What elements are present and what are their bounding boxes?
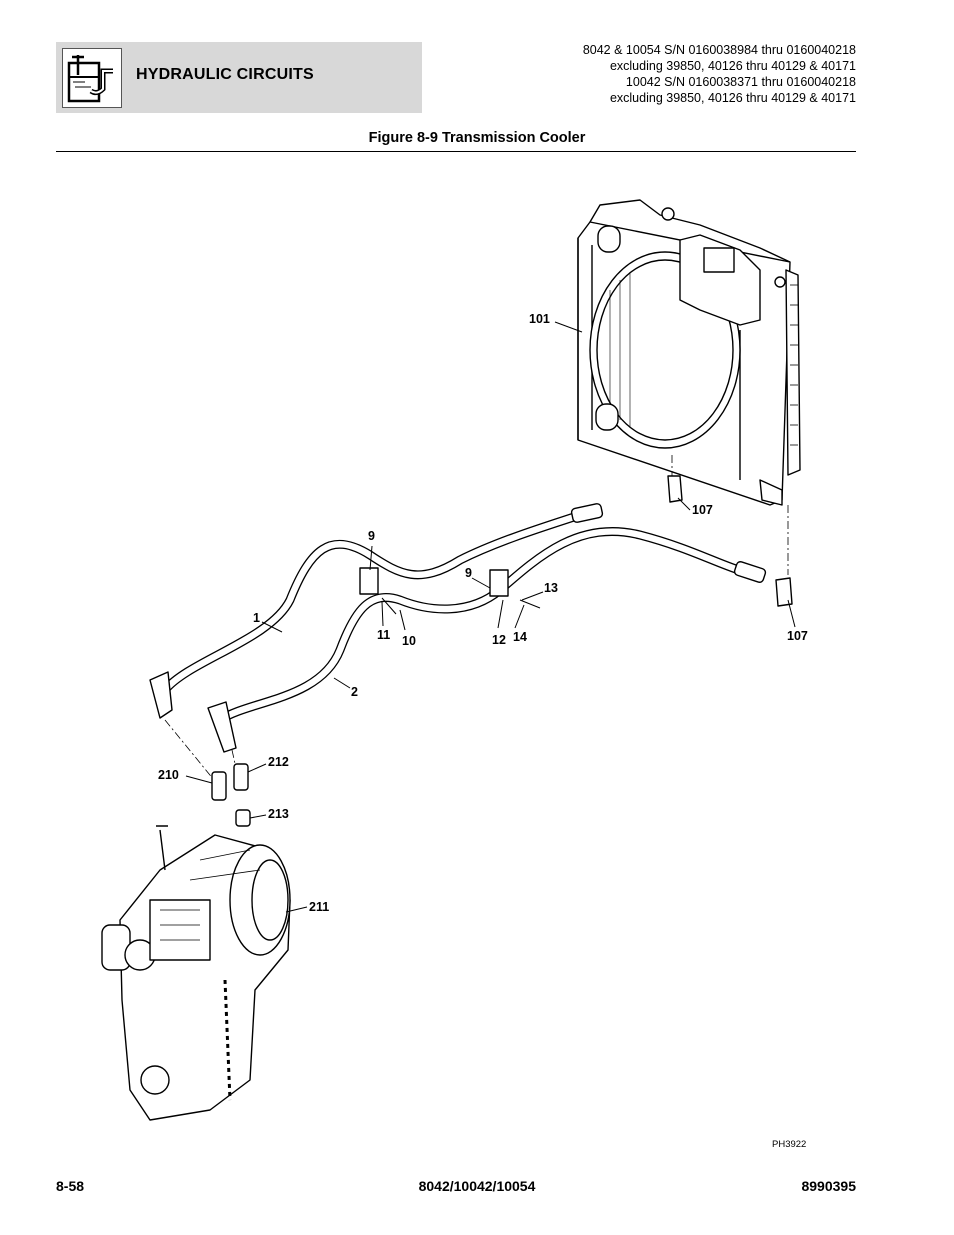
- callout-101: 101: [529, 312, 550, 326]
- callout-10: 10: [402, 634, 416, 648]
- callout-107: 107: [787, 629, 808, 643]
- section-title: HYDRAULIC CIRCUITS: [136, 66, 314, 83]
- callout-211: 211: [309, 900, 330, 914]
- callout-9: 9: [465, 566, 472, 580]
- transmission-cooler-diagram: [101, 199, 801, 1121]
- section-header: HYDRAULIC CIRCUITS: [56, 42, 422, 113]
- document-number: 8990395: [801, 1178, 856, 1194]
- model-numbers: 8042/10042/10054: [418, 1178, 536, 1194]
- figure-title: Figure 8-9 Transmission Cooler: [368, 130, 586, 146]
- callout-210: 210: [158, 768, 179, 782]
- serial-line: 8042 & 10054 S/N 0160038984 thru 0160040…: [582, 43, 856, 57]
- callout-14: 14: [513, 630, 527, 644]
- serial-line: 10042 S/N 0160038371 thru 0160040218: [625, 75, 856, 89]
- callout-213: 213: [268, 807, 289, 821]
- serial-number-block: 8042 & 10054 S/N 0160038984 thru 0160040…: [526, 42, 856, 106]
- callout-212: 212: [268, 755, 289, 769]
- callout-107: 107: [692, 503, 713, 517]
- radiator-assembly: [577, 199, 801, 506]
- header-rule: [56, 151, 856, 152]
- photo-id: PH3922: [772, 1139, 807, 1150]
- serial-line: excluding 39850, 40126 thru 40129 & 4017…: [609, 91, 856, 105]
- transmission-assembly: [101, 825, 291, 1121]
- callout-11: 11: [377, 628, 391, 642]
- callout-2: 2: [351, 685, 358, 699]
- page-number: 8-58: [56, 1178, 85, 1194]
- serial-line: excluding 39850, 40126 thru 40129 & 4017…: [609, 59, 856, 73]
- callout-12: 12: [492, 633, 506, 647]
- callout-13: 13: [544, 581, 558, 595]
- callout-1: 1: [253, 611, 260, 625]
- hydraulic-tank-icon: [62, 48, 122, 108]
- callout-9: 9: [368, 529, 375, 543]
